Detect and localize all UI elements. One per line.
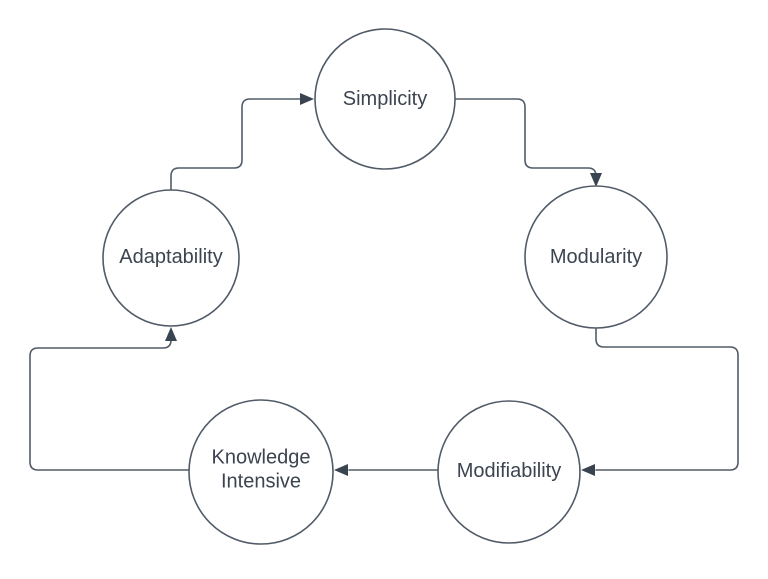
edge-simplicity-to-modularity (454, 98, 597, 177)
node-simplicity-label: Simplicity (342, 87, 428, 110)
node-modifiability-circle (437, 400, 581, 544)
arrowhead-group (165, 93, 602, 476)
node-adaptability-circle (102, 189, 240, 327)
node-group (102, 28, 668, 545)
edge-knowledge-intensive-to-adaptability (29, 339, 190, 471)
node-modularity-label: Modularity (549, 245, 643, 268)
node-simplicity-circle (314, 28, 456, 170)
node-knowledge-intensive-circle (188, 399, 334, 545)
edge-adaptability-to-simplicity (170, 98, 302, 191)
arrowhead-into-simplicity (300, 93, 314, 105)
arrowhead-into-adaptability (165, 327, 177, 341)
edge-modularity-to-modifiability (595, 327, 739, 471)
edge-group (29, 98, 739, 471)
node-modifiability-label: Modifiability (456, 459, 562, 482)
arrowhead-into-modularity (590, 173, 602, 187)
arrowhead-into-modifiability (581, 464, 595, 476)
arrowhead-into-knowledge-intensive (334, 464, 348, 476)
node-modularity-circle (524, 185, 668, 329)
node-adaptability-label: Adaptability (119, 245, 223, 268)
node-knowledge-intensive-label: Knowledge Intensive (211, 446, 311, 493)
